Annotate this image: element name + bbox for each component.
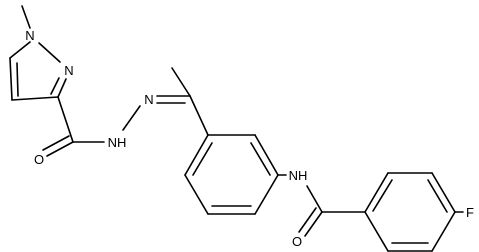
atom-label-nh-amide: NH bbox=[289, 168, 308, 183]
atom-label-n-methyl: N bbox=[25, 28, 34, 43]
atom-label-n-imine: N bbox=[144, 92, 153, 107]
bond-pyrazole-n2-n1 bbox=[38, 42, 61, 63]
atom-nh-amide: NH bbox=[289, 168, 308, 183]
atom-nh-hydrazide: NH bbox=[108, 135, 127, 150]
bond-amide-o-1 bbox=[304, 211, 323, 237]
bond-pyrazole-c3-n2 bbox=[57, 78, 67, 98]
bond-methyl bbox=[21, 5, 31, 29]
bond-pyrazole-c4-c3 bbox=[11, 96, 59, 101]
atom-f: F bbox=[466, 205, 474, 220]
bond-ring1-c bbox=[254, 174, 279, 215]
bond-ring1-e bbox=[184, 174, 209, 215]
bond-c3-carbonyl bbox=[57, 96, 74, 143]
bond-pyrazole-c5-c4-inner bbox=[16, 62, 19, 97]
bond-ring1-f bbox=[184, 134, 209, 176]
bond-ring2-c bbox=[431, 172, 456, 213]
atom-n-ring: N bbox=[64, 63, 73, 78]
bond-pyrazole-c3-n2-inner bbox=[50, 77, 60, 95]
atom-label-o-amide: O bbox=[292, 234, 302, 249]
bond-c-methyl bbox=[171, 67, 191, 97]
bond-c-aryl bbox=[189, 95, 209, 136]
atom-n-imine: N bbox=[144, 92, 153, 107]
atom-o-amide: O bbox=[292, 234, 302, 249]
bond-ring2-c-inner bbox=[427, 179, 448, 213]
bond-nh-amide-c bbox=[306, 185, 323, 213]
atom-label-o-hydrazide: O bbox=[34, 152, 44, 167]
atom-o-hydrazide: O bbox=[34, 152, 44, 167]
bond-ring2-a bbox=[364, 172, 389, 213]
bond-ring1-b bbox=[254, 134, 279, 176]
bond-ring2-f bbox=[364, 211, 389, 252]
bond-pyrazole-c5-c4 bbox=[9, 57, 13, 101]
bond-amide-o-2 bbox=[298, 207, 317, 233]
bond-ring1-b-inner bbox=[250, 142, 271, 176]
atom-label-n-ring: N bbox=[64, 63, 73, 78]
bond-nh-n bbox=[122, 105, 141, 131]
bond-ring1-f-inner bbox=[192, 142, 213, 176]
bond-carbonyl-o-2 bbox=[42, 135, 70, 151]
bond-carbonyl-o-1 bbox=[46, 141, 74, 157]
bond-pyrazole-n1-c5 bbox=[9, 41, 31, 59]
atom-label-nh-hydrazide: NH bbox=[108, 135, 127, 150]
atom-label-f: F bbox=[466, 205, 474, 220]
bond-ring2-d bbox=[431, 211, 456, 252]
atom-n-methyl: N bbox=[25, 28, 34, 43]
bond-ring2-a-inner bbox=[372, 179, 393, 212]
